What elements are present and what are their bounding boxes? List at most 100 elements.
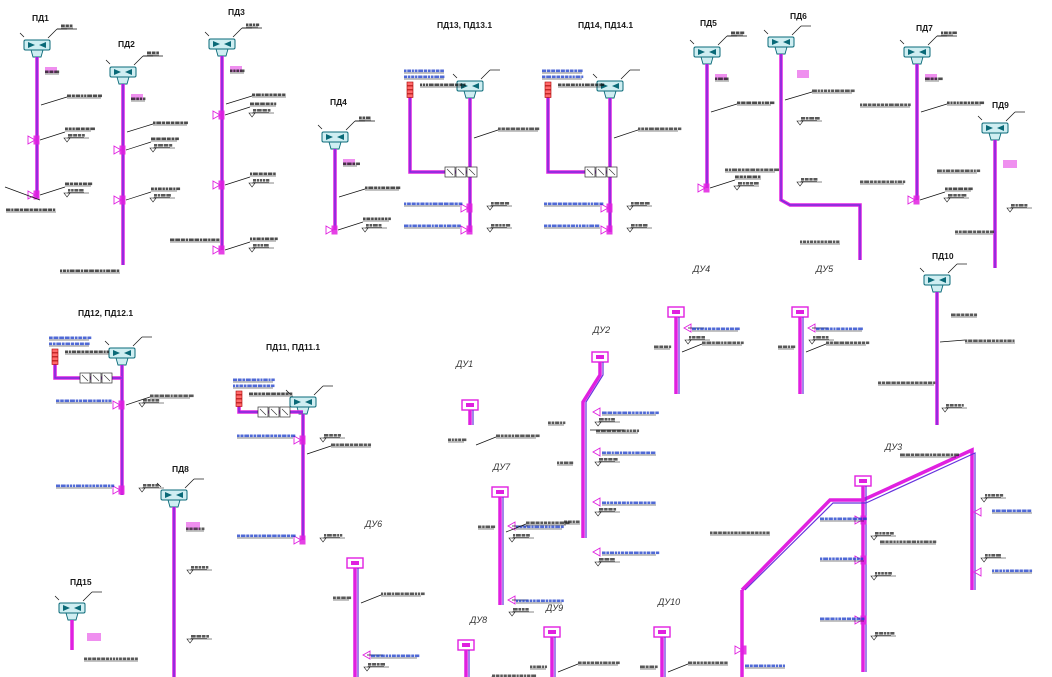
annotation-mark (250, 103, 276, 107)
fire-damper-icon (407, 86, 413, 90)
elevation-mark (871, 536, 896, 540)
roof-fan-icon (157, 479, 204, 507)
annotation-mark (67, 95, 102, 99)
leader-line (682, 344, 702, 352)
supply-grille-icon (461, 226, 473, 235)
shaft-head-icon (347, 558, 363, 568)
fire-damper-icon (236, 391, 242, 395)
leader-line (668, 664, 688, 672)
fire-damper-icon (52, 361, 58, 365)
elevation-mark (187, 570, 212, 574)
system-title: ПД5 (700, 18, 717, 28)
elevation-mark (139, 488, 164, 492)
supply-grille-icon (601, 226, 613, 235)
annotation-mark (526, 522, 569, 526)
annotation-mark (801, 117, 820, 121)
annotation-mark (191, 635, 209, 639)
elevation-mark (509, 538, 534, 542)
annotation-mark (491, 224, 510, 228)
elevation-mark (797, 121, 822, 125)
annotation-mark (820, 518, 867, 522)
annotation-mark (404, 225, 461, 229)
grille-leader (40, 187, 65, 195)
elevation-mark (734, 186, 759, 190)
exhaust-grille-icon (593, 408, 600, 416)
supply-grille-icon (326, 226, 338, 235)
annotation-mark (638, 128, 681, 132)
supply-grille-icon (113, 401, 125, 410)
annotation-mark (153, 122, 188, 126)
roof-fan-icon (920, 264, 967, 292)
annotation-mark (813, 336, 829, 340)
leader-line (339, 189, 365, 197)
roof-fan-icon (55, 592, 102, 620)
elevation-mark (509, 612, 534, 616)
annotation-mark (816, 328, 863, 332)
annotation-mark (368, 663, 385, 667)
system-title: ДУ6 (364, 519, 382, 529)
elevation-mark (64, 193, 89, 197)
roof-fan-icon (978, 112, 1025, 140)
leader-line (127, 124, 153, 132)
branch-duct-inner (548, 96, 610, 172)
fire-damper-icon (236, 395, 242, 399)
supply-grille-icon (294, 536, 306, 545)
elevation-mark (942, 408, 967, 412)
elevation-mark (187, 639, 212, 643)
leader-line (921, 104, 947, 112)
elevation-mark (981, 558, 1006, 562)
supply-grille-icon (213, 181, 225, 190)
annotation-mark (948, 194, 966, 198)
vertical-duct-inner (781, 54, 860, 260)
annotation-mark (381, 593, 425, 597)
annotation-mark (631, 224, 647, 228)
elevation-mark (487, 228, 512, 232)
annotation-mark (599, 458, 618, 462)
annotation-mark (955, 231, 994, 235)
system-title: ДУ3 (884, 442, 902, 452)
annotation-mark (246, 24, 259, 28)
elevation-mark (362, 228, 387, 232)
annotation-mark (599, 418, 615, 422)
leader-line (474, 130, 498, 138)
elevation-mark (150, 198, 175, 202)
annotation-mark (496, 435, 540, 439)
annotation-mark (900, 454, 959, 458)
leader-line (361, 595, 381, 603)
annotation-mark (404, 203, 462, 207)
annotation-mark (49, 343, 90, 347)
annotation-mark (602, 452, 656, 456)
supply-grille-icon (114, 146, 126, 155)
fire-damper-icon (52, 357, 58, 361)
annotation-mark (599, 558, 615, 562)
shaft-head-icon (462, 400, 478, 410)
roof-fan-icon (900, 36, 947, 64)
annotation-mark (249, 393, 293, 397)
roof-fan-icon (106, 56, 153, 84)
branch-duct (410, 96, 470, 172)
annotation-mark (143, 399, 159, 403)
annotation-mark (363, 218, 391, 222)
exhaust-grille-icon (593, 498, 600, 506)
annotation-mark (992, 570, 1032, 574)
elevation-mark (685, 340, 710, 344)
annotation-mark (147, 52, 159, 56)
annotation-mark (65, 183, 92, 187)
annotation-mark (237, 535, 296, 539)
roof-fan-icon (318, 121, 365, 149)
annotation-mark (725, 169, 779, 173)
elevation-mark (320, 438, 345, 442)
fire-damper-icon (52, 349, 58, 353)
fire-damper-icon (52, 353, 58, 357)
elevation-mark (249, 113, 274, 117)
annotation-mark (233, 385, 274, 389)
annotation-mark (875, 532, 894, 536)
elevation-mark (595, 562, 620, 566)
system-title: ДУ7 (492, 462, 511, 472)
grille-leader (920, 192, 945, 200)
annotation-mark (170, 239, 220, 243)
system-title: ДУ8 (469, 615, 487, 625)
elevation-mark (627, 228, 652, 232)
roof-fan-icon (286, 386, 333, 414)
system-title: ПД11, ПД11.1 (266, 342, 320, 352)
